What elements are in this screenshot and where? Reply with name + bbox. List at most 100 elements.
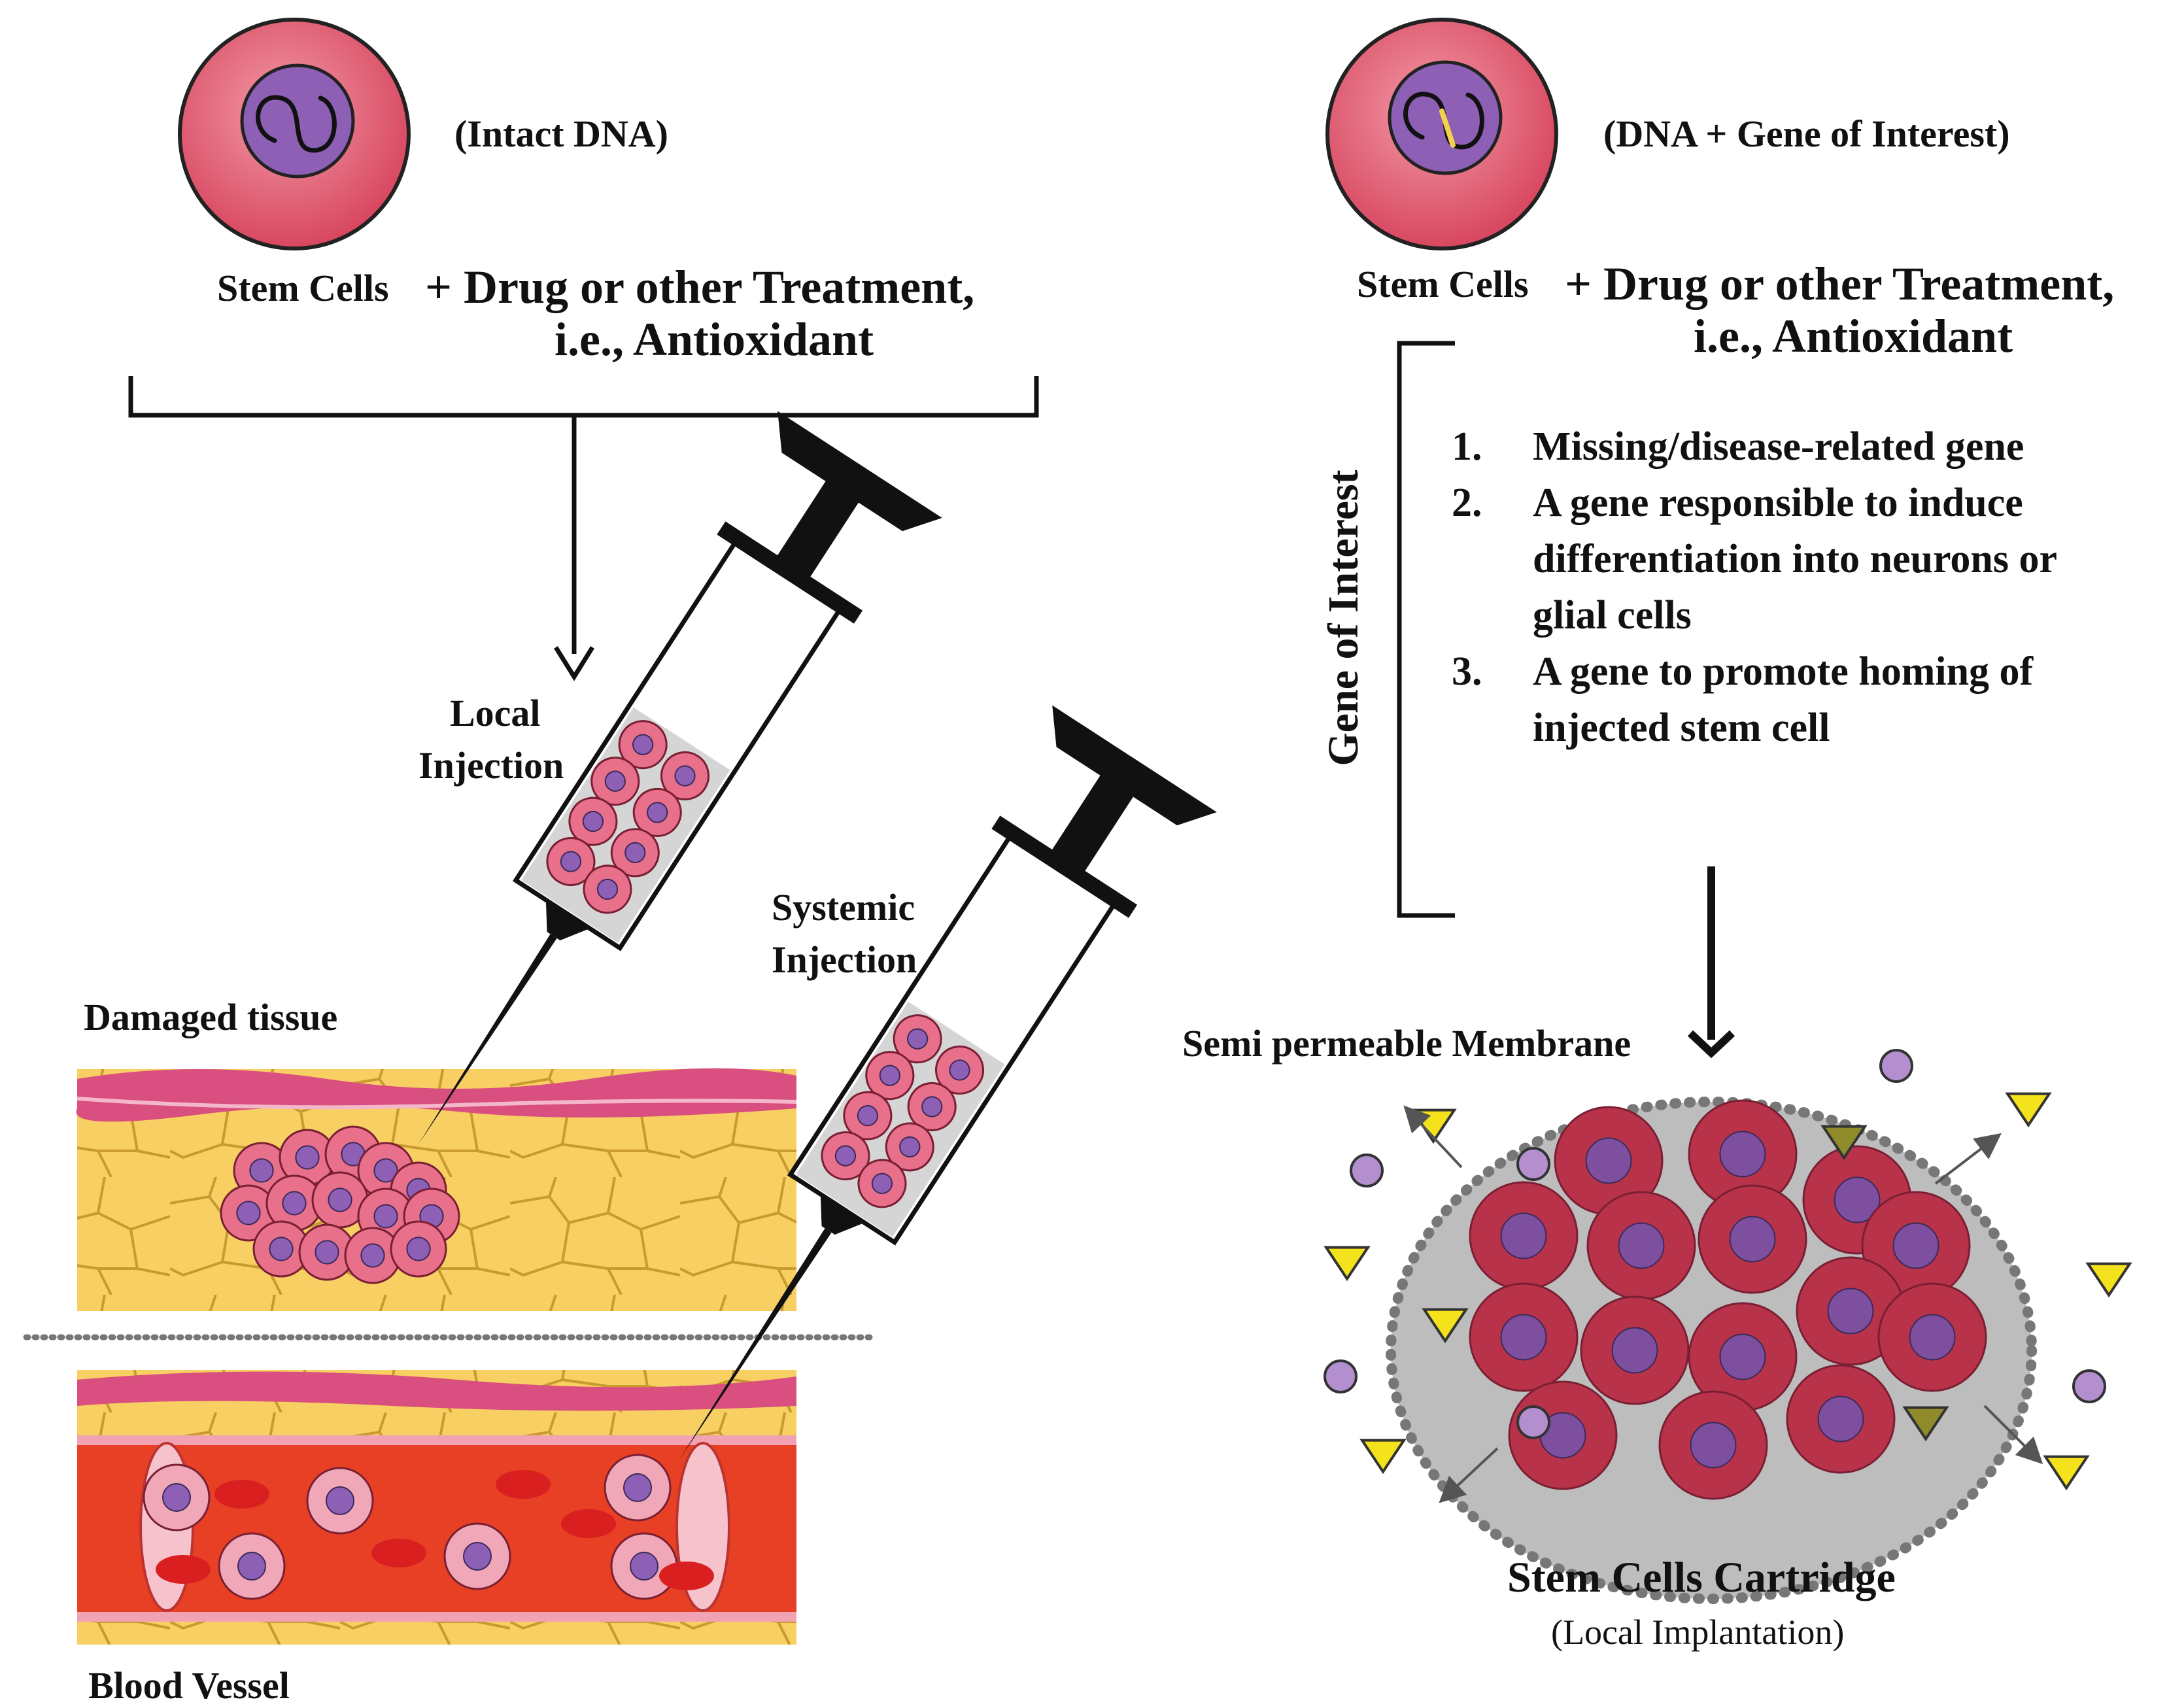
small-stem-cell-icon [311, 1171, 369, 1229]
red-blood-cell-icon [659, 1562, 714, 1590]
gene-of-interest-bracket-label: Gene of Interest [1320, 470, 1368, 766]
triangle-molecule-icon [2085, 1262, 2132, 1298]
small-stem-cell-icon [1469, 1282, 1579, 1392]
diffusion-arrow-icon [1983, 1405, 2043, 1465]
treatment-example-right: i.e., Antioxidant [1694, 310, 2013, 362]
small-stem-cell-icon [857, 1159, 907, 1208]
gene-list-text: Missing/disease-related gene [1533, 424, 2024, 469]
small-stem-cell-icon [1688, 1302, 1798, 1412]
small-stem-cell-icon [618, 720, 668, 770]
small-stem-cell-icon [1698, 1184, 1807, 1294]
semi-permeable-membrane-label: Semi permeable Membrane [1182, 1022, 1631, 1065]
small-stem-cell-icon [218, 1532, 286, 1600]
left-bracket [128, 376, 1039, 418]
small-stem-cell-icon [306, 1467, 374, 1535]
small-stem-cell-icon [610, 828, 660, 878]
cartridge-particles [1324, 1049, 2132, 1503]
damaged-tissue-block [76, 1068, 797, 1311]
triangle-molecule-icon [1820, 1125, 1868, 1161]
particle-molecule-icon [1324, 1359, 1358, 1393]
stem-cell-intact-dna [178, 18, 411, 250]
triangle-molecule-icon [1902, 1406, 1949, 1442]
small-stem-cell-icon [298, 1223, 356, 1281]
intact-dna-label: (Intact DNA) [454, 112, 668, 155]
particle-molecule-icon [1516, 1147, 1550, 1181]
damaged-tissue-label: Damaged tissue [84, 996, 338, 1038]
small-stem-cell-icon [143, 1463, 211, 1531]
small-stem-cell-icon [590, 757, 640, 806]
treatment-example-left: i.e., Antioxidant [555, 313, 874, 366]
particle-molecule-icon [1516, 1405, 1550, 1439]
small-stem-cell-icon [610, 1532, 678, 1600]
particle-molecule-icon [1879, 1049, 1913, 1083]
cartridge-title: Stem Cells Cartridge [1507, 1554, 1896, 1601]
red-blood-cell-icon [371, 1539, 426, 1567]
stem-cell-with-gene [1325, 18, 1558, 250]
small-stem-cell-icon [1877, 1282, 1987, 1392]
small-stem-cell-icon [604, 1454, 672, 1522]
small-stem-cell-icon [893, 1014, 942, 1064]
red-blood-cell-icon [496, 1470, 551, 1499]
gene-list-number: 2. [1452, 481, 1482, 525]
diffusion-arrow-icon [1403, 1105, 1463, 1169]
red-blood-cell-icon [214, 1480, 269, 1509]
gene-list-number: 1. [1452, 424, 1482, 469]
small-stem-cell-icon [935, 1045, 985, 1095]
gene-bracket [1397, 341, 1455, 918]
small-stem-cell-icon [220, 1184, 277, 1242]
small-stem-cell-icon [279, 1129, 336, 1186]
gene-list-item: 3. A gene to promote homing of injected … [1452, 643, 2106, 756]
diffusion-arrow-icon [1934, 1133, 2002, 1185]
diffusion-arrow-icon [1439, 1447, 1499, 1503]
triangle-molecule-icon [1324, 1246, 1371, 1282]
cell-cluster-damaged-tissue [220, 1125, 460, 1284]
gene-list-number: 3. [1452, 649, 1482, 694]
gene-list-text: A gene to promote homing of injected ste… [1533, 649, 2034, 750]
triangle-molecule-icon [1359, 1439, 1407, 1475]
small-stem-cell-icon [1469, 1181, 1579, 1291]
syringe-local-icon [418, 411, 942, 1145]
systemic-injection-label-2: Injection [772, 938, 917, 981]
particle-molecule-icon [1350, 1153, 1384, 1187]
vessel-cells [143, 1454, 714, 1600]
small-stem-cell-icon [1580, 1295, 1690, 1405]
down-arrow-left [554, 646, 594, 681]
gene-list-item: 2. A gene responsible to induce differen… [1452, 475, 2106, 643]
small-stem-cell-icon [1796, 1256, 1905, 1366]
cartridge-subtitle: (Local Implantation) [1551, 1613, 1845, 1652]
small-stem-cell-icon [265, 1174, 323, 1232]
small-stem-cell-icon [865, 1051, 915, 1101]
local-injection-label-1: Local [450, 692, 541, 734]
small-stem-cell-icon [252, 1220, 310, 1278]
local-injection-label-2: Injection [418, 744, 564, 787]
small-stem-cell-icon [443, 1522, 511, 1590]
gene-of-interest-segment [1439, 109, 1456, 148]
triangle-molecule-icon [2005, 1092, 2052, 1128]
particle-molecule-icon [2072, 1369, 2106, 1403]
small-stem-cell-icon [885, 1122, 934, 1172]
stem-cells-label-left: Stem Cells [217, 267, 389, 309]
red-blood-cell-icon [156, 1555, 211, 1584]
small-stem-cell-icon [344, 1227, 401, 1284]
gene-list-item: 1. Missing/disease-related gene [1452, 418, 2106, 475]
small-stem-cell-icon [583, 864, 632, 914]
small-stem-cell-icon [1786, 1364, 1896, 1474]
triangle-molecule-icon [1422, 1308, 1469, 1344]
small-stem-cell-icon [390, 1220, 447, 1278]
syringe-systemic-icon [678, 705, 1217, 1461]
blood-vessel-label: Blood Vessel [88, 1664, 290, 1707]
stem-cells-label-right: Stem Cells [1357, 263, 1529, 305]
gene-list: 1. Missing/disease-related gene 2. A gen… [1452, 418, 2106, 756]
stem-cells-cartridge [1386, 1097, 2037, 1604]
small-stem-cell-icon [1586, 1191, 1696, 1301]
systemic-injection-label-1: Systemic [772, 886, 915, 929]
gene-list-text: A gene responsible to induce differentia… [1533, 481, 2057, 638]
treatment-label-right: + Drug or other Treatment, [1565, 258, 2115, 310]
treatment-label-left: + Drug or other Treatment, [425, 261, 975, 313]
small-stem-cell-icon [1658, 1390, 1768, 1500]
dna-gene-label: (DNA + Gene of Interest) [1603, 112, 2010, 155]
dna-strand-icon [256, 95, 337, 153]
triangle-molecule-icon [2043, 1455, 2090, 1491]
red-blood-cell-icon [561, 1509, 616, 1538]
